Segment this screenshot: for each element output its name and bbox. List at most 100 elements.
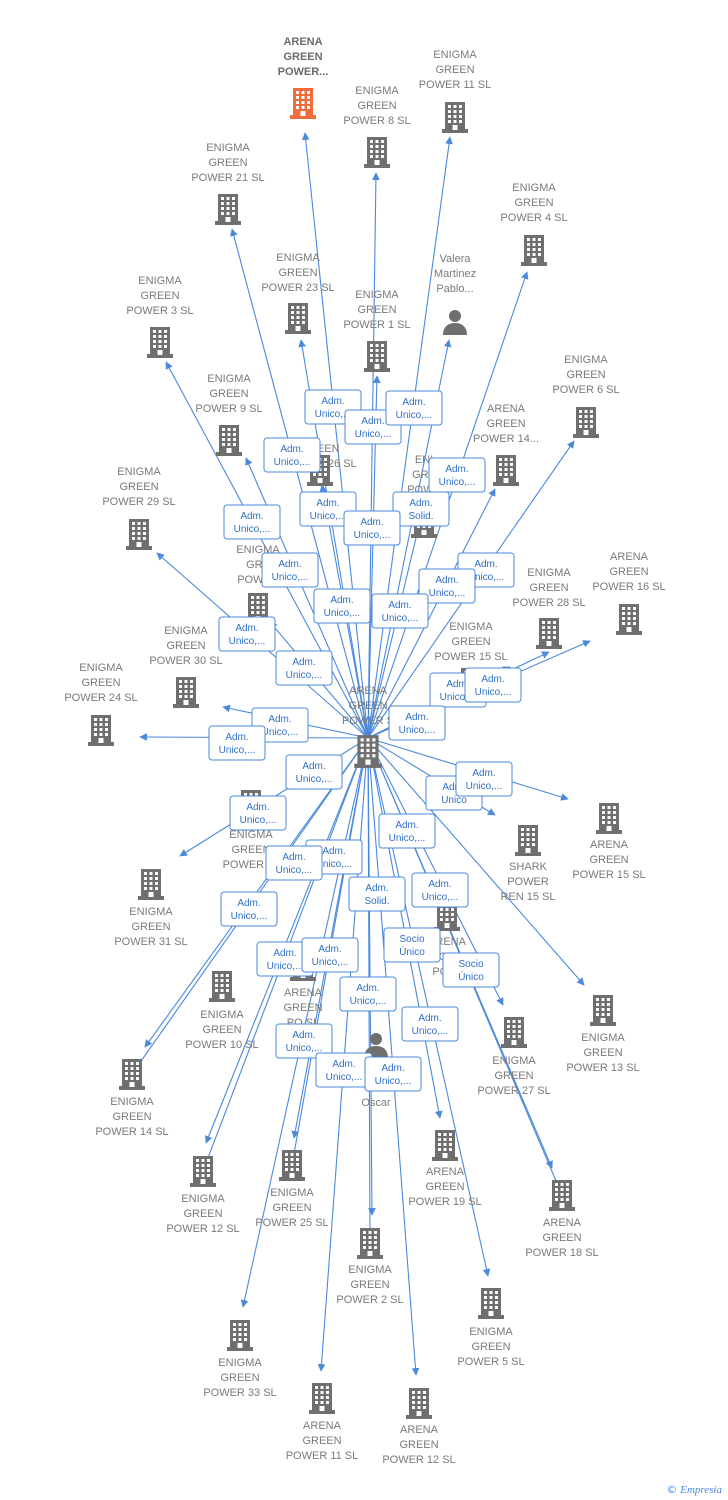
svg-text:Adm.Unico,...: Adm.Unico,...: [286, 657, 323, 681]
relation-label[interactable]: Adm.Unico,...: [218, 616, 276, 652]
node-oscar[interactable]: Oscar: [361, 1033, 391, 1109]
relation-label[interactable]: Adm.Unico,...: [343, 510, 401, 546]
svg-text:Adm.Unico,...: Adm.Unico,...: [429, 575, 466, 599]
relation-label[interactable]: Adm.Unico,...: [464, 667, 522, 703]
relation-label[interactable]: Adm.Unico,...: [229, 795, 287, 831]
relation-label[interactable]: Adm.Unico,...: [388, 705, 446, 741]
relation-label[interactable]: Adm.Unico,...: [261, 552, 319, 588]
relation-label[interactable]: Adm.Unico,...: [301, 937, 359, 973]
svg-text:Adm.Unico,...: Adm.Unico,...: [219, 732, 256, 756]
relation-labels-layer: Adm.Unico,...Adm.Unico,...Adm.Unico,...A…: [208, 389, 522, 1092]
relation-label[interactable]: Adm.Unico,...: [364, 1056, 422, 1092]
relation-label[interactable]: Adm.Unico,...: [285, 754, 343, 790]
copyright-icon: ©: [666, 1483, 678, 1496]
relation-label[interactable]: Adm.Unico,...: [411, 872, 469, 908]
relation-label[interactable]: Adm.Unico,...: [223, 504, 281, 540]
relation-label[interactable]: Adm.Unico,...: [339, 976, 397, 1012]
svg-text:Adm.Unico,...: Adm.Unico,...: [468, 559, 505, 583]
relation-label[interactable]: Adm.Unico,...: [378, 813, 436, 849]
building-icon: [309, 1383, 335, 1414]
relation-label[interactable]: Adm.Unico,...: [418, 568, 476, 604]
relation-label[interactable]: Adm.Unico,...: [220, 891, 278, 927]
relation-label[interactable]: Adm.Unico,...: [401, 1006, 459, 1042]
building-icon: [364, 137, 390, 168]
relation-label[interactable]: Adm.Unico,...: [313, 588, 371, 624]
relation-label[interactable]: Adm.Unico,...: [275, 1023, 333, 1059]
svg-text:Adm.Unico: Adm.Unico: [441, 782, 467, 806]
building-icon: [173, 677, 199, 708]
relation-label[interactable]: Adm.Unico,...: [208, 725, 266, 761]
edge-eg10: [204, 737, 369, 1144]
building-icon: [521, 235, 547, 266]
building-icon: [285, 303, 311, 334]
svg-text:Adm.Unico,...: Adm.Unico,...: [262, 714, 299, 738]
relation-label[interactable]: Adm.Unico,...: [299, 491, 357, 527]
svg-text:Adm.Unico,...: Adm.Unico,...: [267, 948, 304, 972]
relation-label[interactable]: Adm.Unico,...: [251, 707, 309, 743]
building-icon: [442, 102, 468, 133]
footer-brand[interactable]: ©Empresia: [666, 1483, 722, 1496]
svg-text:Adm.Unico,...: Adm.Unico,...: [274, 444, 311, 468]
relation-label[interactable]: Adm.Unico,...: [275, 650, 333, 686]
relation-label[interactable]: Adm.Unico,...: [371, 593, 429, 629]
relation-label[interactable]: Adm.Solid.: [348, 876, 406, 912]
svg-text:Adm.Unico,...: Adm.Unico,...: [324, 595, 361, 619]
relation-label[interactable]: Adm.Unico,...: [265, 845, 323, 881]
relation-label[interactable]: Adm.Unico,...: [455, 761, 513, 797]
relation-label[interactable]: Adm.Unico,...: [315, 1052, 373, 1088]
relation-label[interactable]: Adm.Unico,...: [428, 457, 486, 493]
building-icon: [616, 604, 642, 635]
svg-text:Adm.Unico,...: Adm.Unico,...: [272, 559, 309, 583]
relation-label[interactable]: Adm.Unico,...: [263, 437, 321, 473]
relation-label[interactable]: Adm.Unico,...: [385, 390, 443, 426]
relation-label[interactable]: Adm.Solid.: [392, 491, 450, 527]
